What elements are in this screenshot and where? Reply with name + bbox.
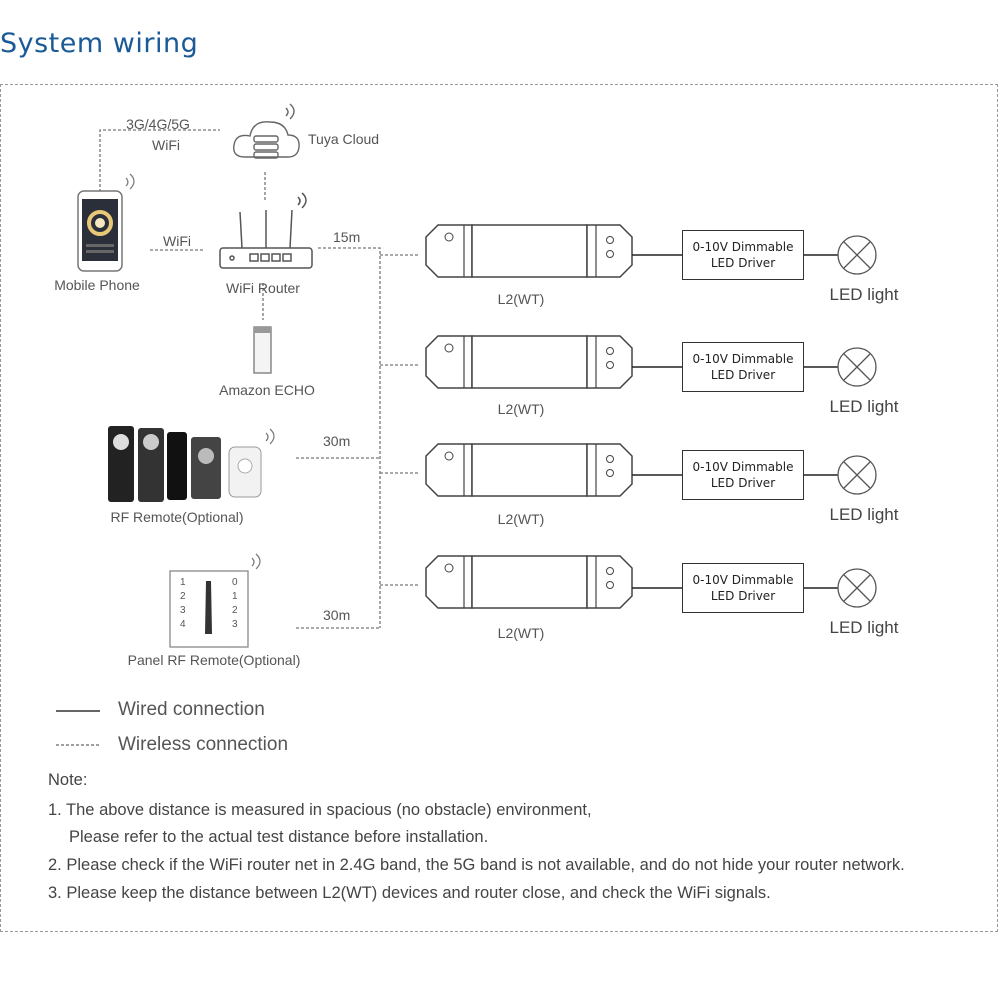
panel-number: 2 — [180, 591, 186, 602]
legend-wireless-label: Wireless connection — [118, 734, 289, 755]
amazon-echo-icon — [253, 326, 272, 374]
panel-left-numbers: 1 2 3 4 — [180, 576, 186, 632]
led-light-icon — [837, 235, 877, 275]
controller-part — [471, 335, 588, 389]
controller-part — [471, 555, 588, 609]
distance-remote-label: 30m — [323, 433, 351, 449]
rf-remote-icon — [108, 426, 275, 502]
wifi-router-icon — [219, 192, 313, 269]
driver-line2: LED Driver — [710, 368, 776, 382]
l2-controller-icon — [425, 555, 633, 609]
driver-line1: 0-10V Dimmable — [692, 573, 794, 587]
note-3: 3. Please keep the distance between L2(W… — [48, 884, 771, 902]
panel-right-numbers: 0 1 2 3 — [232, 576, 238, 632]
controller-part — [444, 343, 454, 353]
diagram-frame — [0, 84, 998, 932]
note-2: 2. Please check if the WiFi router net i… — [48, 856, 905, 874]
panel-number: 1 — [232, 591, 238, 602]
driver-line1: 0-10V Dimmable — [692, 240, 794, 254]
panel-number: 2 — [232, 605, 238, 616]
driver-line2: LED Driver — [710, 256, 776, 270]
panel-number: 3 — [232, 619, 238, 630]
controller-part — [444, 232, 454, 242]
controller-part — [606, 236, 614, 244]
wireless-lines — [99, 129, 420, 629]
panel-rf-remote-icon — [169, 553, 261, 648]
note-1: 1. The above distance is measured in spa… — [48, 801, 592, 819]
led-light-icon — [837, 347, 877, 387]
led-driver-box: 0-10V Dimmable LED Driver — [682, 450, 804, 500]
wired-lines — [632, 254, 838, 589]
panel-label: Panel RF Remote(Optional) — [127, 652, 301, 668]
driver-line2: LED Driver — [710, 589, 776, 603]
led-driver-box: 0-10V Dimmable LED Driver — [682, 230, 804, 280]
page-title: System wiring — [0, 28, 199, 59]
panel-number: 0 — [232, 577, 238, 588]
led-driver-box: 0-10V Dimmable LED Driver — [682, 342, 804, 392]
led-light-label: LED light — [829, 397, 899, 416]
network-label: 3G/4G/5G — [126, 116, 190, 132]
controller-part — [471, 443, 588, 497]
led-light-label: LED light — [829, 618, 899, 637]
led-light-icon — [837, 568, 877, 608]
driver-line1: 0-10V Dimmable — [692, 460, 794, 474]
remote-label: RF Remote(Optional) — [110, 509, 244, 525]
driver-line2: LED Driver — [710, 476, 776, 490]
panel-number: 4 — [180, 619, 186, 630]
phone-label: Mobile Phone — [54, 277, 140, 293]
l2-controller-icon — [425, 335, 633, 389]
led-light-label: LED light — [829, 505, 899, 524]
phone-cloud-link — [99, 129, 220, 192]
l2-controller-icon — [425, 224, 633, 278]
router-bus-link — [318, 247, 381, 628]
distance-router-label: 15m — [333, 229, 361, 245]
cloud-icon — [233, 103, 300, 159]
mobile-phone-icon — [77, 173, 135, 272]
controller-part — [606, 469, 614, 477]
controller-part — [606, 250, 614, 258]
notes-heading: Note: — [48, 771, 88, 789]
driver-line1: 0-10V Dimmable — [692, 352, 794, 366]
led-driver-box: 0-10V Dimmable LED Driver — [682, 563, 804, 613]
phone-wifi-label: WiFi — [163, 233, 191, 249]
controller-label: L2(WT) — [497, 511, 545, 527]
controller-label: L2(WT) — [497, 291, 545, 307]
distance-panel-label: 30m — [323, 607, 351, 623]
legend-wired-label: Wired connection — [118, 699, 265, 720]
echo-label: Amazon ECHO — [219, 382, 315, 398]
controller-label: L2(WT) — [497, 625, 545, 641]
controller-part — [444, 451, 454, 461]
controller-part — [606, 455, 614, 463]
controller-part — [471, 224, 588, 278]
controller-label: L2(WT) — [497, 401, 545, 417]
led-light-label: LED light — [829, 285, 899, 304]
network-wifi-label: WiFi — [152, 137, 180, 153]
led-lights — [837, 235, 877, 608]
controller-part — [606, 581, 614, 589]
panel-number: 1 — [180, 577, 186, 588]
panel-number: 3 — [180, 605, 186, 616]
l2-controller-icon — [425, 443, 633, 497]
cloud-label: Tuya Cloud — [308, 131, 380, 147]
controller-part — [606, 361, 614, 369]
led-light-icon — [837, 455, 877, 495]
controller-part — [606, 567, 614, 575]
controller-part — [606, 347, 614, 355]
note-1-continued: Please refer to the actual test distance… — [69, 828, 489, 846]
controllers — [425, 224, 633, 609]
router-label: WiFi Router — [226, 280, 300, 296]
controller-part — [444, 563, 454, 573]
